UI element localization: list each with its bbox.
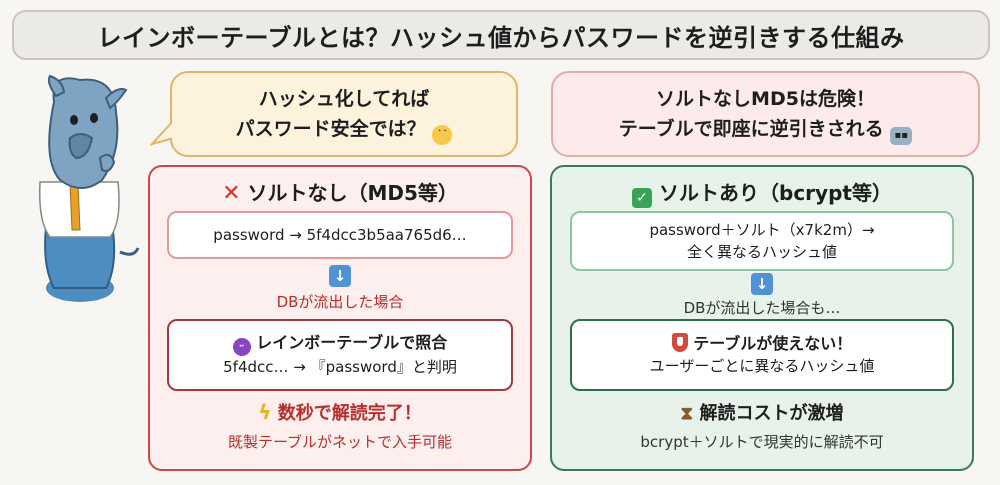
salted-panel-title: ✓ ソルトあり（bcrypt等） <box>552 177 972 208</box>
defense-title-text: テーブルが使えない！ <box>693 334 853 353</box>
attack-title-text: レインボーテーブルで照合 <box>256 333 448 352</box>
cross-mark-icon: ✕ <box>222 181 241 206</box>
crack-result-title: ϟ 数秒で解読完了！ <box>150 399 530 425</box>
crack-result-desc: 既製テーブルがネットで入手可能 <box>227 433 453 451</box>
cost-result-desc: bcrypt＋ソルトで現実的に解読不可 <box>640 433 884 451</box>
md5-hash-example-text: password → 5f4dcc3b5aa765d6… <box>213 226 467 244</box>
table-defense-card: テーブルが使えない！ ユーザーごとに異なるハッシュ値 <box>570 319 954 391</box>
salted-hash-line2: 全く異なるハッシュ値 <box>686 243 837 261</box>
cost-result-title: ⧗ 解読コストが激増 <box>552 399 972 425</box>
bubble-right-line2-text: テーブルで即座に逆引きされる <box>618 117 884 140</box>
attack-title: ᵕ レインボーテーブルで照合 <box>232 332 448 356</box>
salted-panel: ✓ ソルトあり（bcrypt等） password＋ソルト（x7k2m）→ 全く… <box>550 165 974 471</box>
bubble-left-line1: ハッシュ化してれば <box>258 87 430 110</box>
sweat-face-icon: ˙˙ <box>432 124 453 145</box>
speech-bubble-question: ハッシュ化してれば パスワード安全では？ ˙˙ <box>170 71 518 157</box>
no-salt-panel-title: ✕ ソルトなし（MD5等） <box>150 177 530 206</box>
rainbow-table-attack-card: ᵕ レインボーテーブルで照合 5f4dcc… → 『password』と判明 <box>167 319 513 391</box>
attack-result: 5f4dcc… → 『password』と判明 <box>223 358 457 376</box>
no-salt-title-text: ソルトなし（MD5等） <box>247 181 458 205</box>
speech-bubble-warning: ソルトなしMD5は危険！ テーブルで即座に逆引きされる ▪▪ <box>551 71 980 157</box>
mascot-illustration <box>38 74 140 302</box>
no-salt-panel: ✕ ソルトなし（MD5等） password → 5f4dcc3b5aa765d… <box>148 165 532 471</box>
page-title-text: レインボーテーブルとは？ハッシュ値からパスワードを逆引きする仕組み <box>97 23 905 52</box>
down-arrow-icon: ↓ <box>329 265 351 287</box>
cost-result-title-text: 解読コストが激増 <box>699 403 844 424</box>
bubble-left-line2-text: パスワード安全では？ <box>235 117 426 140</box>
salted-hash-line1: password＋ソルト（x7k2m）→ <box>649 221 875 239</box>
db-leak-text: DBが流出した場合 <box>276 293 404 311</box>
down-arrow-icon: ↓ <box>751 273 773 295</box>
salted-hash-example-card: password＋ソルト（x7k2m）→ 全く異なるハッシュ値 <box>570 211 954 271</box>
robot-icon: ▪▪ <box>890 126 913 145</box>
db-leak-text-salted: DBが流出した場合も… <box>683 299 841 317</box>
salted-title-text: ソルトあり（bcrypt等） <box>659 181 892 205</box>
devil-face-icon: ᵕ <box>232 338 251 356</box>
speech-bubble-tail-left <box>150 118 176 146</box>
bubble-left-line2: パスワード安全では？ ˙˙ <box>236 114 453 145</box>
check-mark-icon: ✓ <box>632 188 653 208</box>
defense-desc: ユーザーごとに異なるハッシュ値 <box>649 357 875 375</box>
lightning-icon: ϟ <box>258 400 272 424</box>
shield-icon <box>671 333 688 352</box>
page-title: レインボーテーブルとは？ハッシュ値からパスワードを逆引きする仕組み <box>12 10 990 60</box>
defense-title: テーブルが使えない！ <box>671 333 853 355</box>
crack-result-title-text: 数秒で解読完了！ <box>277 403 422 424</box>
bubble-right-line2: テーブルで即座に逆引きされる ▪▪ <box>619 114 913 145</box>
bubble-right-line1: ソルトなしMD5は危険！ <box>656 87 875 110</box>
hourglass-icon: ⧗ <box>680 403 694 424</box>
md5-hash-example-card: password → 5f4dcc3b5aa765d6… <box>167 211 513 259</box>
